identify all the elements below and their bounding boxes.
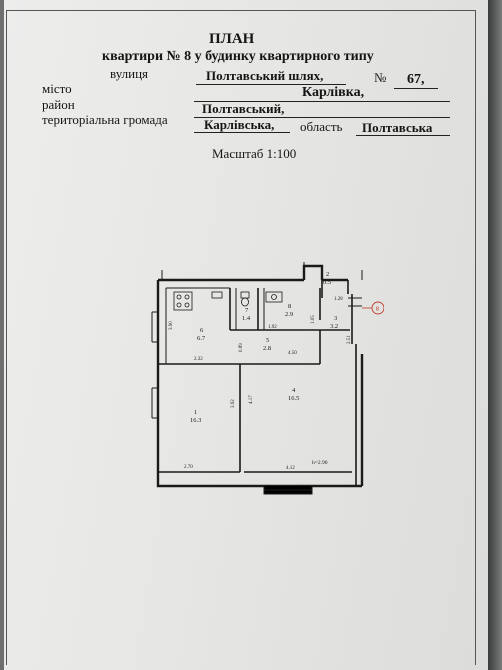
dim-2-51: 2.51: [347, 335, 352, 344]
room-7-area: 1.4: [242, 315, 251, 322]
dim-3-92: 3.92: [231, 399, 236, 408]
city-underline: [194, 101, 450, 102]
region-value: Полтавська: [362, 120, 433, 135]
room-2-number: 2: [326, 271, 329, 278]
room-1-area: 16.3: [190, 417, 201, 424]
room-4-area: 16.5: [288, 395, 299, 402]
room-8-number: 8: [288, 303, 291, 310]
room-3-number: 3: [334, 315, 337, 322]
dim-2-70: 2.70: [184, 465, 193, 470]
district-label: район: [42, 97, 75, 112]
dim-1-92: 1.92: [268, 325, 277, 330]
number-value: 67,: [407, 72, 425, 87]
outer-walls: [156, 264, 364, 488]
district-value: Полтавський,: [202, 101, 285, 116]
region-label: область: [300, 119, 343, 134]
floor-plan: 1 16.3 2 0.5 3 3.2 4 16.5 5 2.8 6 6.7 7 …: [151, 262, 384, 495]
room-3-area: 3.2: [330, 323, 338, 330]
street-label: вулиця: [110, 66, 149, 81]
city-label: місто: [42, 81, 72, 96]
room-labels: 1 16.3 2 0.5 3 3.2 4 16.5 5 2.8 6 6.7 7 …: [190, 271, 338, 424]
dimension-labels: 3.90 2.32 0.89 3.92 2.70 4.17 4.12 4.50 …: [169, 297, 352, 471]
room-5-number: 5: [266, 337, 269, 344]
dim-3-90: 3.90: [169, 321, 174, 330]
room-2-area: 0.5: [323, 279, 331, 286]
dim-1-05: 1.05: [311, 315, 316, 324]
fixtures: [173, 291, 283, 311]
dim-1-28: 1.28: [334, 297, 343, 302]
room-6-number: 6: [200, 327, 204, 334]
number-label: №: [374, 70, 387, 85]
dim-4-17: 4.17: [249, 395, 254, 404]
document-subtitle: квартири № 8 у будинку квартирного типу: [102, 49, 374, 64]
district-underline: [194, 117, 450, 118]
page-frame: [6, 10, 476, 665]
room-7-number: 7: [245, 307, 249, 314]
city-value: Карлівка,: [302, 85, 365, 100]
dim-4-50: 4.50: [288, 351, 297, 356]
apartment-marker-number: 8: [376, 306, 379, 313]
room-1-number: 1: [194, 409, 197, 416]
room-5-area: 2.8: [263, 345, 271, 352]
ceiling-height: h=2.90: [312, 460, 328, 466]
region-underline: [356, 135, 450, 136]
street-underline: [196, 84, 346, 85]
community-label: територіальна громада: [42, 112, 168, 127]
room-4-number: 4: [292, 387, 296, 394]
dim-2-32: 2.32: [194, 357, 203, 362]
windows: [151, 262, 363, 495]
dim-4-12: 4.12: [286, 466, 295, 471]
community-underline: [194, 132, 290, 133]
apartment-marker: 8: [362, 301, 384, 315]
interior-walls: [158, 280, 352, 473]
dim-0-89: 0.89: [239, 343, 244, 352]
document-title: ПЛАН: [209, 31, 255, 47]
scale-text: Масштаб 1:100: [212, 146, 297, 161]
page-edge-shadow: [488, 0, 502, 670]
street-value: Полтавський шлях,: [206, 68, 324, 83]
plan-sheet: ПЛАН квартири № 8 у будинку квартирного …: [4, 0, 488, 670]
number-underline: [394, 88, 438, 89]
room-6-area: 6.7: [197, 335, 206, 342]
room-8-area: 2.9: [285, 311, 293, 318]
community-value: Карлівська,: [204, 117, 275, 132]
